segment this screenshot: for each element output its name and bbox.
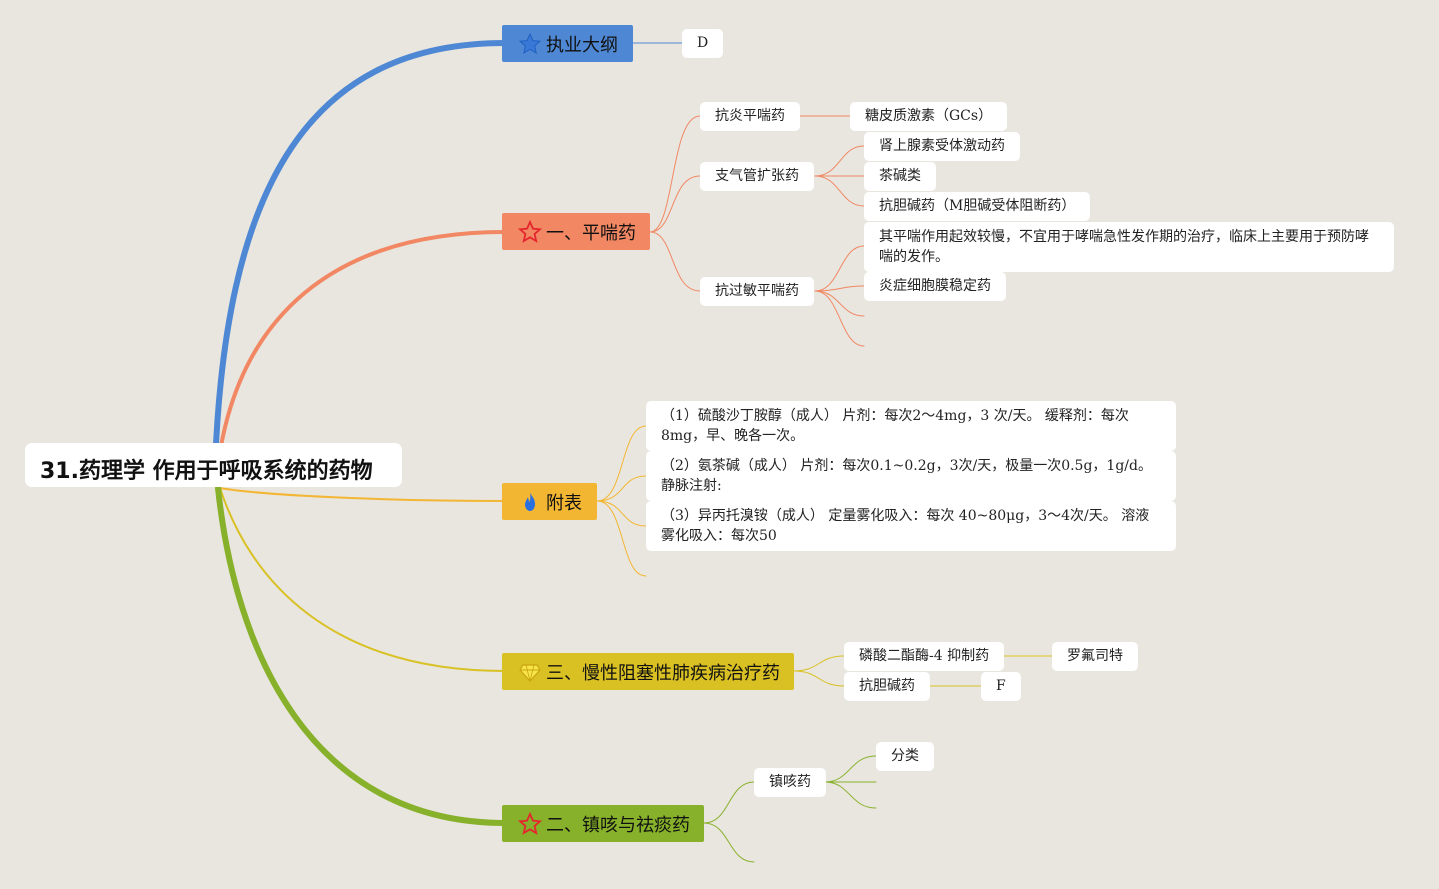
branch-label: 一、平喘药 [546,222,636,244]
classification-node[interactable]: 分类 [876,742,934,771]
copd-item-f[interactable]: F [981,672,1021,701]
bronchodilator-node[interactable]: 支气管扩张药 [700,162,814,191]
flame-icon [518,490,542,514]
pde4-node[interactable]: 磷酸二酯酶-4 抑制药 [844,642,1005,671]
connector-root-antiasthmatic [217,230,507,460]
anti-allergic-note[interactable]: 其平喘作用起效较慢，不宜用于哮喘急性发作期的治疗，临床上主要用于预防哮喘的发作。 [864,222,1394,272]
star-outline-icon [518,219,542,244]
appendix-item-2[interactable]: （2）氨茶碱（成人） 片剂：每次0.1~0.2g，3次/天，极量一次0.5g，1… [646,451,1176,501]
branch-antitussive[interactable]: 二、镇咳与祛痰药 [502,805,704,842]
gcs-node[interactable]: 糖皮质激素（GCs） [850,102,1008,131]
anti-inflammatory-node[interactable]: 抗炎平喘药 [700,102,800,131]
star-icon [518,32,542,56]
connector-anti-1 [649,115,701,233]
connector-anti-3 [649,231,701,292]
branch-label: 附表 [546,492,582,514]
branch-outline[interactable]: 执业大纲 [502,25,633,62]
antitussive-drug-node[interactable]: 镇咳药 [754,768,826,797]
star-outline-icon [518,811,542,836]
root-topic[interactable]: 31.药理学 作用于呼吸系统的药物 [25,443,402,487]
connector-root-copd [219,487,506,672]
diamond-icon [518,660,542,684]
adrenergic-agonist-node[interactable]: 肾上腺素受体激动药 [864,132,1020,161]
branch-antiasthmatic[interactable]: 一、平喘药 [502,213,650,250]
mast-cell-stabilizer-node[interactable]: 炎症细胞膜稳定药 [864,272,1006,301]
copd-anticholinergic-node[interactable]: 抗胆碱药 [844,672,930,701]
branch-appendix[interactable]: 附表 [502,483,597,520]
theophylline-node[interactable]: 茶碱类 [864,162,936,191]
branch-label: 二、镇咳与祛痰药 [546,814,690,836]
roflumilast-node[interactable]: 罗氟司特 [1052,642,1138,671]
branch-copd[interactable]: 三、慢性阻塞性肺疾病治疗药 [502,653,794,690]
connector-anti-2 [649,175,701,233]
connector-root-appendix [219,487,506,502]
appendix-item-3[interactable]: （3）异丙托溴铵（成人） 定量雾化吸入：每次 40~80μg，3～4次/天。 溶… [646,501,1176,551]
outline-item-d[interactable]: D [682,29,724,58]
connector-root-antitussive [215,485,508,826]
connector-root-outline [212,40,508,469]
branch-label: 执业大纲 [546,34,618,56]
anticholinergic-node[interactable]: 抗胆碱药（M胆碱受体阻断药） [864,192,1091,221]
anti-allergic-node[interactable]: 抗过敏平喘药 [700,277,814,306]
appendix-item-1[interactable]: （1）硫酸沙丁胺醇（成人） 片剂：每次2～4mg，3 次/天。 缓释剂：每次8m… [646,401,1176,451]
branch-label: 三、慢性阻塞性肺疾病治疗药 [546,662,780,684]
